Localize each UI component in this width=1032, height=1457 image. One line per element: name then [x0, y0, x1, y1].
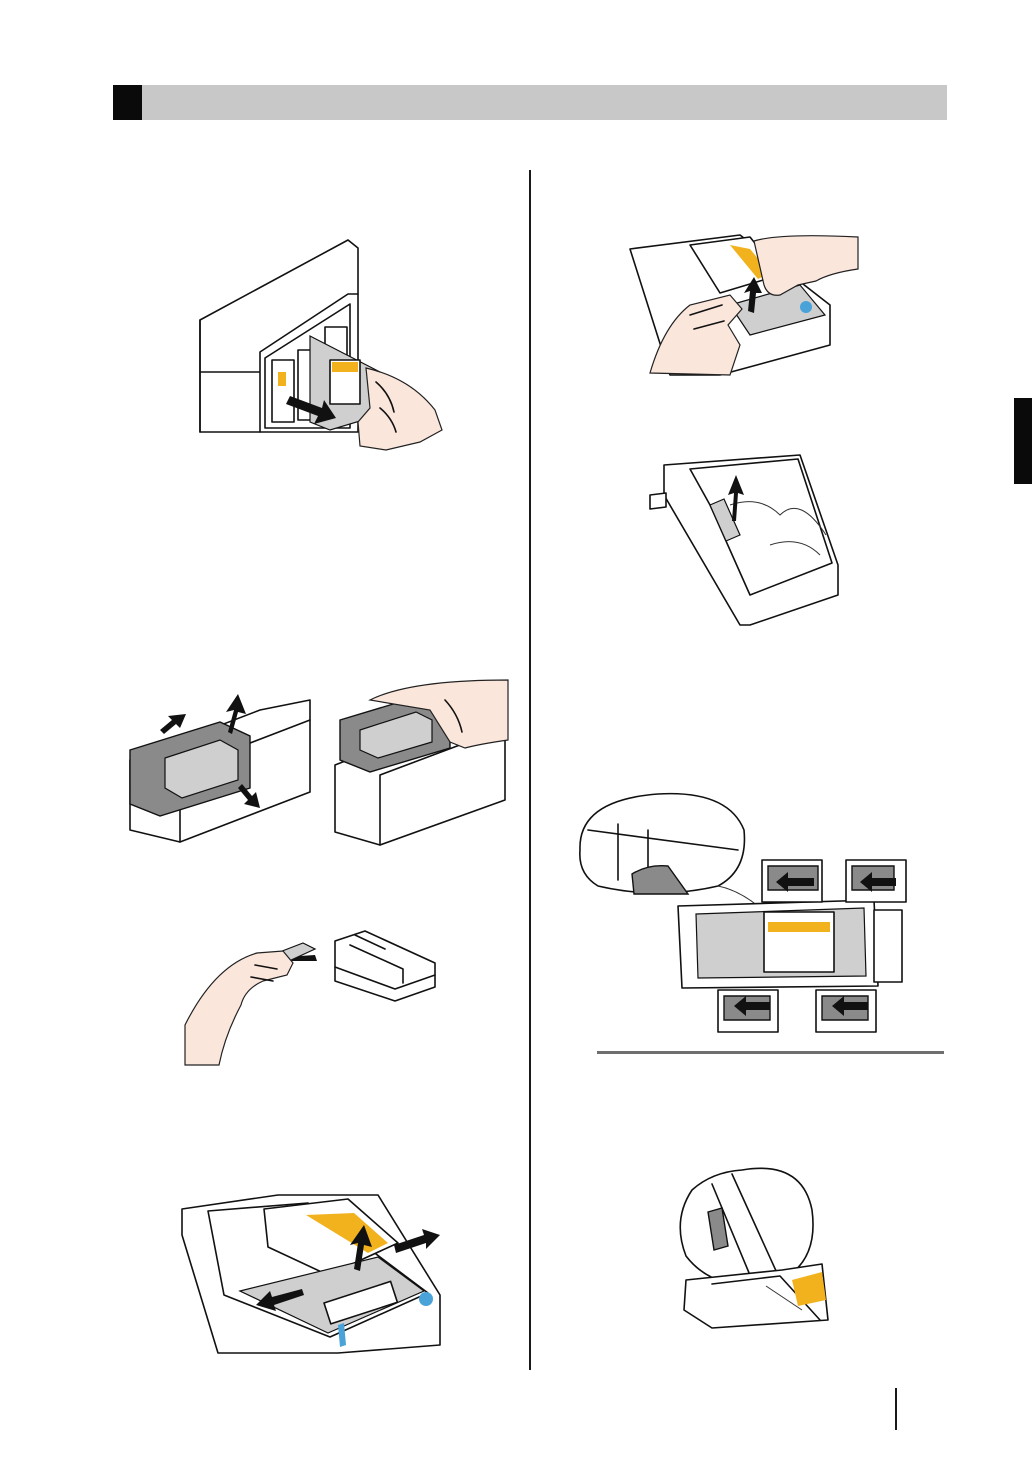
column-divider [529, 170, 531, 1370]
ink-bag-drawing [178, 1195, 448, 1355]
note-rule [597, 1051, 944, 1054]
bag-lift-drawing [650, 455, 845, 630]
cover-lift-drawing [120, 680, 510, 845]
section-header-bar [113, 85, 947, 120]
ink-cartridge-unit-drawing [190, 232, 450, 457]
hand-chip-drawing [185, 925, 445, 1065]
footer-rule [895, 1388, 897, 1430]
section-marker-square [113, 85, 142, 120]
chapter-side-tab [1014, 398, 1032, 484]
label-hands-drawing [630, 235, 860, 380]
bag-insert-detail-drawing [578, 790, 910, 1035]
tab-detail-drawing [672, 1160, 832, 1340]
